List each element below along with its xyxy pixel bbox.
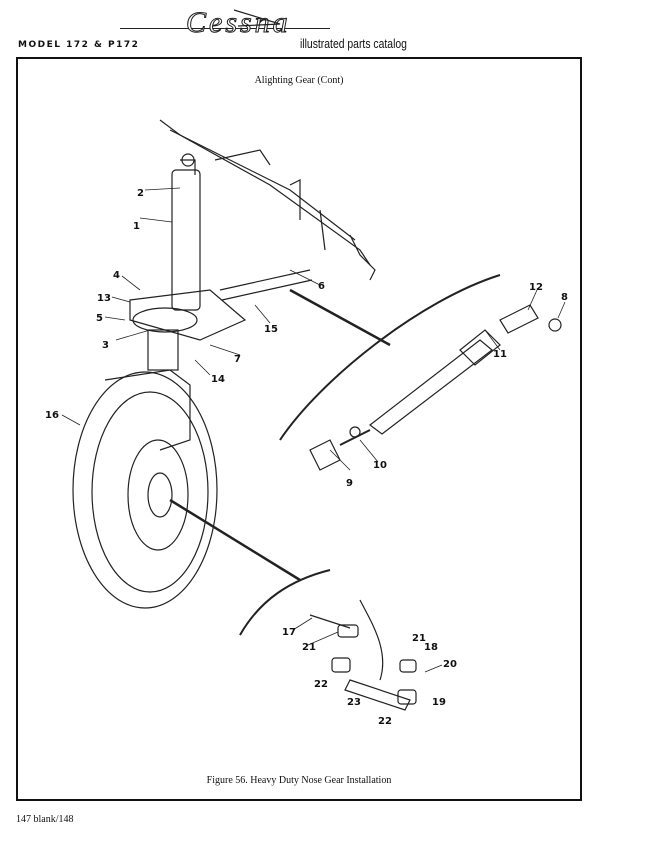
figure-frame: Alighting Gear (Cont) Figure 56. Heavy D… (16, 57, 582, 801)
callout-label: 11 (493, 349, 507, 360)
logo-swoosh (233, 9, 281, 27)
callout-label: 4 (113, 270, 120, 281)
callout-label: 9 (346, 478, 353, 489)
callout-label: 3 (102, 340, 109, 351)
model-label: MODEL 172 & P172 (18, 40, 140, 50)
callout-label: 13 (97, 293, 111, 304)
callout-label: 18 (424, 642, 438, 653)
callout-label: 20 (443, 659, 457, 670)
callout-label: 8 (561, 292, 568, 303)
callout-label: 19 (432, 697, 446, 708)
callout-label: 23 (347, 697, 361, 708)
catalog-title: illustrated parts catalog (300, 36, 407, 51)
callout-label: 12 (529, 282, 543, 293)
callout-label: 22 (314, 679, 328, 690)
callout-label: 16 (45, 410, 59, 421)
callout-label: 15 (264, 324, 278, 335)
callout-label: 1 (133, 221, 140, 232)
callout-label: 6 (318, 281, 325, 292)
figure-caption: Figure 56. Heavy Duty Nose Gear Installa… (206, 775, 392, 786)
callout-label: 17 (282, 627, 296, 638)
callout-label: 22 (378, 716, 392, 727)
callout-label: 7 (234, 354, 241, 365)
page-number: 147 blank/148 (16, 814, 74, 825)
callout-label: 21 (412, 633, 426, 644)
callout-label: 21 (302, 642, 316, 653)
callout-label: 10 (373, 460, 387, 471)
header-rule (120, 28, 330, 29)
figure-subtitle: Alighting Gear (Cont) (254, 75, 344, 86)
callout-label: 14 (211, 374, 225, 385)
callout-label: 5 (96, 313, 103, 324)
callout-label: 2 (137, 188, 144, 199)
